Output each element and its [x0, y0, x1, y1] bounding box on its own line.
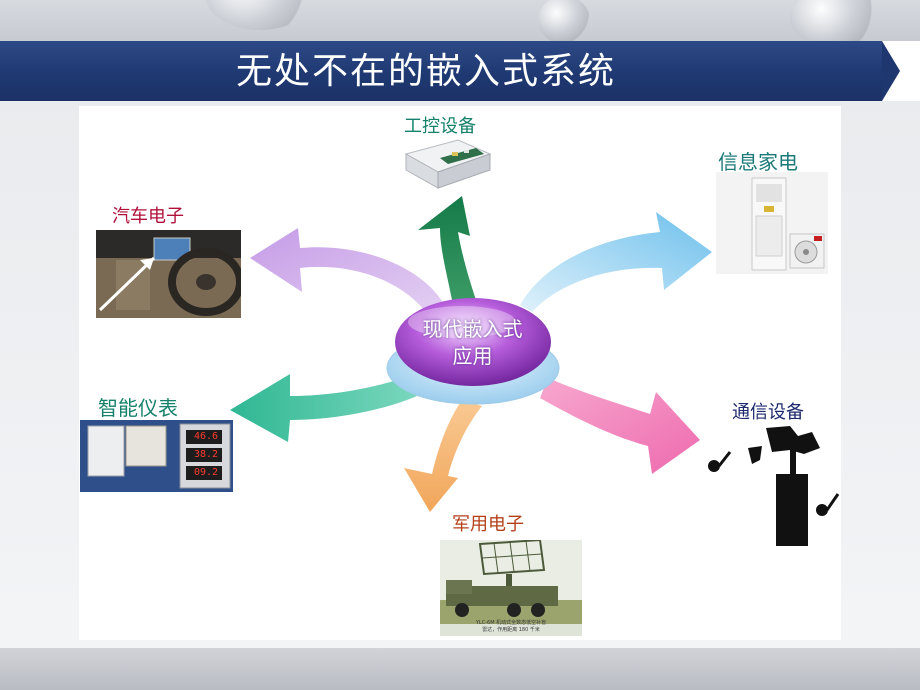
hub-gloss — [408, 306, 516, 338]
arrow-appliance — [520, 212, 712, 312]
radar-caption-line2: 雷达，作用距离 180 千米 — [482, 627, 540, 633]
label-automotive: 汽车电子 — [112, 206, 184, 227]
label-communication: 通信设备 — [732, 402, 804, 423]
arrow-communication — [540, 378, 700, 474]
title-bar — [0, 41, 920, 101]
arrow-instrument — [230, 372, 430, 442]
title-bar-tab — [882, 41, 920, 101]
arrow-military — [404, 400, 482, 512]
decor-bubble — [538, 0, 590, 44]
communication-device-icon — [708, 426, 840, 546]
arrow-automotive — [250, 228, 448, 318]
car-dashboard-icon — [96, 230, 241, 318]
hub-disc — [395, 298, 551, 386]
military-image: YLC-6M 机动式全数态低空补盲 雷达，作用距离 180 千米 — [440, 540, 582, 636]
arrow-industrial — [418, 196, 476, 300]
air-conditioner-icon — [751, 177, 825, 271]
industrial-device-image — [402, 132, 492, 194]
hub-label-line1: 现代嵌入式 — [422, 317, 523, 341]
automotive-image — [96, 230, 241, 318]
appliance-image — [716, 172, 828, 274]
hub-label-line2: 应用 — [452, 344, 493, 368]
label-industrial: 工控设备 — [404, 116, 476, 137]
meter-reading-1: 46.6 — [193, 431, 219, 442]
hub-label: 现代嵌入式 应用 — [395, 316, 550, 370]
communication-image — [700, 424, 840, 548]
label-military: 军用电子 — [452, 514, 524, 535]
meter-reading-2: 38.2 — [193, 449, 219, 460]
label-instrument: 智能仪表 — [98, 396, 178, 420]
radar-caption: YLC-6M 机动式全数态低空补盲 雷达，作用距离 180 千米 — [440, 620, 582, 634]
instrument-image: 46.6 38.2 09.2 — [80, 420, 233, 492]
decor-bubble — [790, 0, 880, 48]
meter-reading-3: 09.2 — [193, 467, 219, 478]
radar-truck-icon — [440, 540, 582, 624]
meters-icon — [80, 420, 233, 492]
slide-title: 无处不在的嵌入式系统 — [236, 51, 617, 92]
footer-bar — [0, 648, 920, 690]
industrial-controller-icon — [404, 139, 492, 189]
label-appliance: 信息家电 — [718, 150, 798, 174]
radar-caption-line1: YLC-6M 机动式全数态低空补盲 — [475, 620, 547, 626]
